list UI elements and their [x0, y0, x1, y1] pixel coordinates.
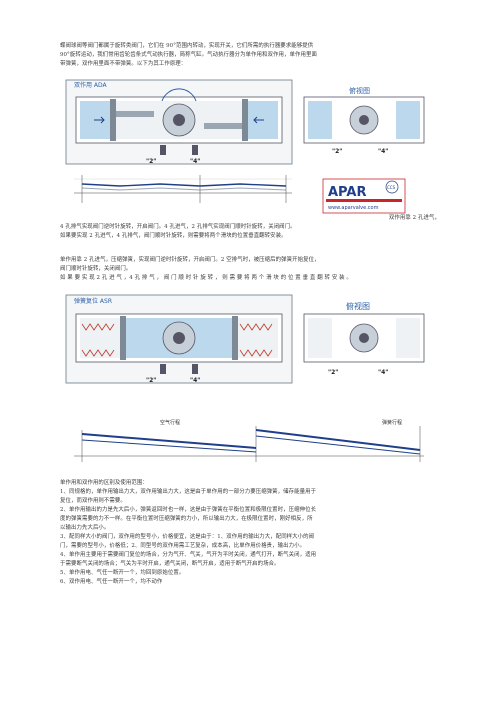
single-acting-line: 阀门顺时针旋转，关闭阀门。 [60, 266, 132, 272]
spring-return-figure: 弹簧复位 ASR "2" "4" 俯视图 "2" [60, 292, 436, 472]
intro-line: 蝶阀球阀等阀门都属于旋转类阀门，它们在 90°范围内转动，实现开关，它们所需的执… [60, 43, 314, 49]
range-item: 度的弹簧需要的力不一样。在平衡位置时压缩弹簧的力小，所以输出力大，在极限位置时，… [60, 516, 313, 522]
range-item: 3、配同样大小的阀门，双作用的型号小，价格便宜，这是由于：1、双作用的输出力大，… [60, 534, 315, 540]
range-item: 门，需要的型号小，价格低；2、同型号的双作用需工艺复杂，成本高，比单作用价格贵，… [60, 543, 306, 549]
intro-paragraph: 蝶阀球阀等阀门都属于旋转类阀门，它们在 90°范围内转动，实现开关，它们所需的执… [60, 42, 440, 69]
range-item: 2、单作用输出的力是先大后小，弹簧返回时也一样，这是由于弹簧在平衡位置和极限位置… [60, 507, 317, 513]
range-item: 于需要断气关闭的场合；气关为平时开启，通气关闭，断气开启，适用于断气开启的场合。 [60, 561, 280, 567]
intro-line: 带弹簧，双作用里面不带弹簧。以下为其工作原理： [60, 61, 187, 67]
figure2-top-port-2: "2" [328, 369, 338, 376]
single-acting-line: 如 果 要 实 现 2 孔 进 气 ，4 孔 排 气 ， 阀 门 顺 时 针 旋… [60, 275, 352, 281]
range-heading: 单作用和双作用的区别及使用范围： [60, 480, 148, 486]
figure1-title: 双作用 ADA [74, 81, 108, 89]
range-item: 5、单作用电、气任一断开一个，均回到原始位置。 [60, 570, 185, 576]
top-view-port-4: "4" [378, 148, 388, 155]
figure2-port-2: "2" [146, 377, 156, 384]
double-acting-line: 如果要实现 2 孔进气，4 孔排气，阀门顺时针旋转，则需要将两个滑块的位置垂直翻… [60, 233, 287, 239]
double-acting-line: 4 孔排气实现阀门逆时针旋转，开启阀门。4 孔进气，2 孔排气实现阀门顺时针旋转… [60, 224, 296, 230]
port-4-label: "4" [190, 158, 200, 165]
range-item: 复位，而双作用则不需要。 [60, 498, 126, 504]
range-item: 以输出力先大后小。 [60, 525, 110, 531]
double-acting-figure: 双作用 ADA "2" "4" [60, 75, 436, 225]
apar-logo-text: APAR [328, 185, 366, 200]
double-acting-caption: 双作用靠 2 孔进气， [388, 215, 440, 221]
apar-logo-seal: CCS [387, 185, 396, 190]
range-item: 1、同规格的，单作用输出力大，双作用输出力大，这是由于单作用的一部分力要压缩弹簧… [60, 489, 317, 495]
figure2-title: 弹簧复位 ASR [74, 297, 112, 305]
range-section: 单作用和双作用的区别及使用范围： 1、同规格的，单作用输出力大，双作用输出力大，… [60, 479, 440, 587]
range-item: 6、双作用电、气任一断开一个，均不动作 [60, 579, 163, 585]
top-view-port-2: "2" [332, 148, 342, 155]
single-acting-line: 单作用靠 2 孔进气，压缩弹簧，实现阀门逆时针旋转，开启阀门。2 空排气时，被压… [60, 257, 320, 263]
air-stroke-label: 空气行程 [160, 419, 180, 426]
intro-line: 90°旋转运动，我们常用齿轮齿条式气动执行器，简称气缸。气动执行器分为单作用和双… [60, 52, 317, 58]
figure2-top-port-4: "4" [378, 369, 388, 376]
double-acting-text: 双作用靠 2 孔进气， 4 孔排气实现阀门逆时针旋转，开启阀门。4 孔进气，2 … [60, 214, 440, 241]
range-item: 4、单作用主要用于需要阀门复位的场合，分为气开、气关，气开为平时关闭，通气打开，… [60, 552, 317, 558]
figure2-port-4: "4" [190, 377, 200, 384]
apar-logo-url: www.aparvalve.com [328, 205, 379, 211]
single-acting-text: 单作用靠 2 孔进气，压缩弹簧，实现阀门逆时针旋转，开启阀门。2 空排气时，被压… [60, 256, 440, 283]
top-view-label: 俯视图 [349, 86, 370, 95]
port-2-label: "2" [146, 158, 156, 165]
figure2-top-view-label: 俯视图 [346, 301, 370, 311]
spring-stroke-label: 弹簧行程 [382, 419, 402, 426]
